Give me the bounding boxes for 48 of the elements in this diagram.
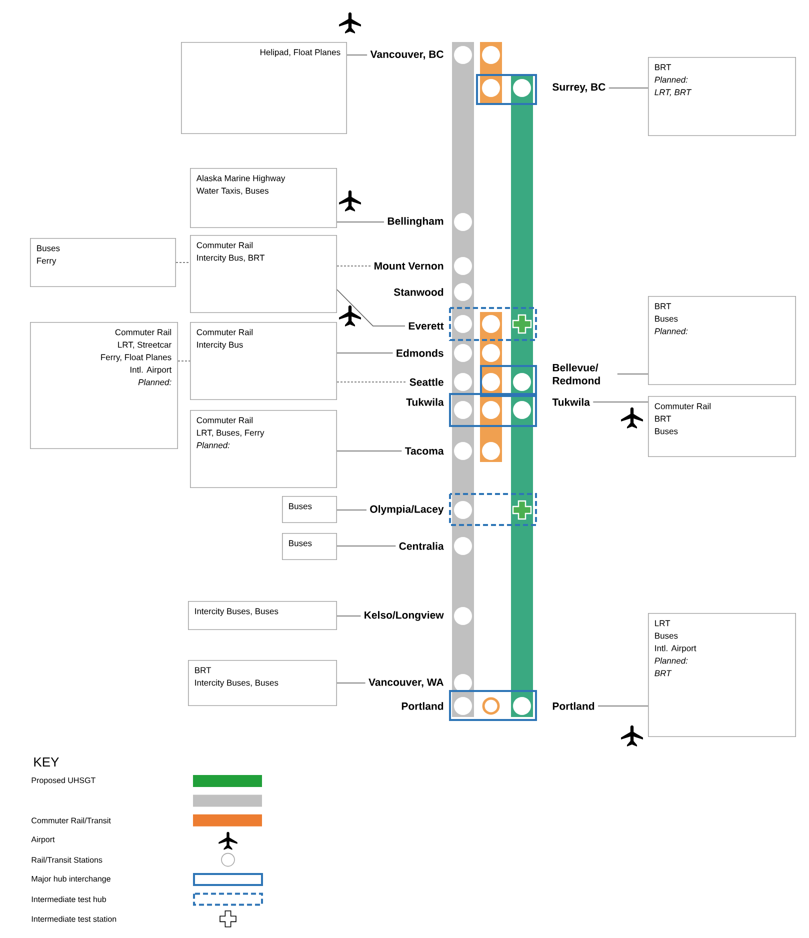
info-box: BRT Intercity Buses, Buses xyxy=(188,660,337,706)
legend-label: Rail/Transit Stations xyxy=(32,856,102,863)
station-name: Surrey, BC xyxy=(552,83,606,93)
station-name: Centralia xyxy=(399,542,444,550)
leader-line xyxy=(336,450,402,452)
station-name: Everett xyxy=(408,322,444,330)
info-box: Commuter Rail LRT, Streetcar Ferry, Float Planes Intl. Airport Planned: xyxy=(30,322,178,449)
station-name: Tukwila xyxy=(406,398,444,406)
station-name: Edmonds xyxy=(396,349,444,357)
station-name: Portland xyxy=(552,702,594,710)
info-box: Intercity Buses, Buses xyxy=(188,601,337,630)
station-name: Tacoma xyxy=(405,447,444,455)
key-heading: KEY xyxy=(34,758,59,766)
leader-line xyxy=(176,262,190,263)
leader-line xyxy=(336,289,406,326)
info-box: Commuter Rail Intercity Bus xyxy=(190,322,337,400)
station-name: Bellevue/ Redmond xyxy=(552,364,600,384)
info-box: LRT Buses Intl. Airport Planned: BRT xyxy=(648,613,796,737)
leader-line xyxy=(336,352,394,354)
info-box: Commuter Rail LRT, Buses, Ferry Planned: xyxy=(190,410,337,488)
station-name: Bellingham xyxy=(388,217,444,227)
station-name: Stanwood xyxy=(394,288,444,296)
legend-label: Proposed UHSGT xyxy=(32,777,96,785)
legend-label: Intermediate test station xyxy=(32,916,116,922)
info-box: Buses Ferry xyxy=(30,238,176,287)
legend-label: Intermediate test hub xyxy=(32,896,106,902)
info-box: Buses xyxy=(282,533,337,560)
leader-line xyxy=(178,360,190,362)
station-name: Tukwila xyxy=(552,398,590,406)
station-name: Portland xyxy=(402,702,444,710)
info-box: Alaska Marine Highway Water Taxis, Buses xyxy=(190,168,337,228)
info-box: Buses xyxy=(282,496,337,523)
info-box: BRT Buses Planned: xyxy=(648,296,796,385)
info-box: Helipad, Float Planes xyxy=(181,42,347,134)
station-name: Vancouver, WA xyxy=(368,678,444,688)
station-name: Kelso/Longview xyxy=(364,611,444,621)
info-box: BRT Planned: LRT, BRT xyxy=(648,57,796,136)
station-name: Mount Vernon xyxy=(374,262,444,270)
legend-label: Major hub interchange xyxy=(32,876,110,884)
leader-line xyxy=(336,682,366,684)
station-name: Vancouver, BC xyxy=(370,50,444,60)
leader-line xyxy=(346,54,368,56)
info-box: Commuter Rail Intercity Bus, BRT xyxy=(190,235,337,313)
station-name: Olympia/Lacey xyxy=(370,505,444,515)
info-box: Commuter Rail BRT Buses xyxy=(648,396,796,457)
legend-label: Commuter Rail/Transit xyxy=(32,817,111,824)
legend-label: Airport xyxy=(31,836,55,844)
station-name: Seattle xyxy=(410,378,444,386)
